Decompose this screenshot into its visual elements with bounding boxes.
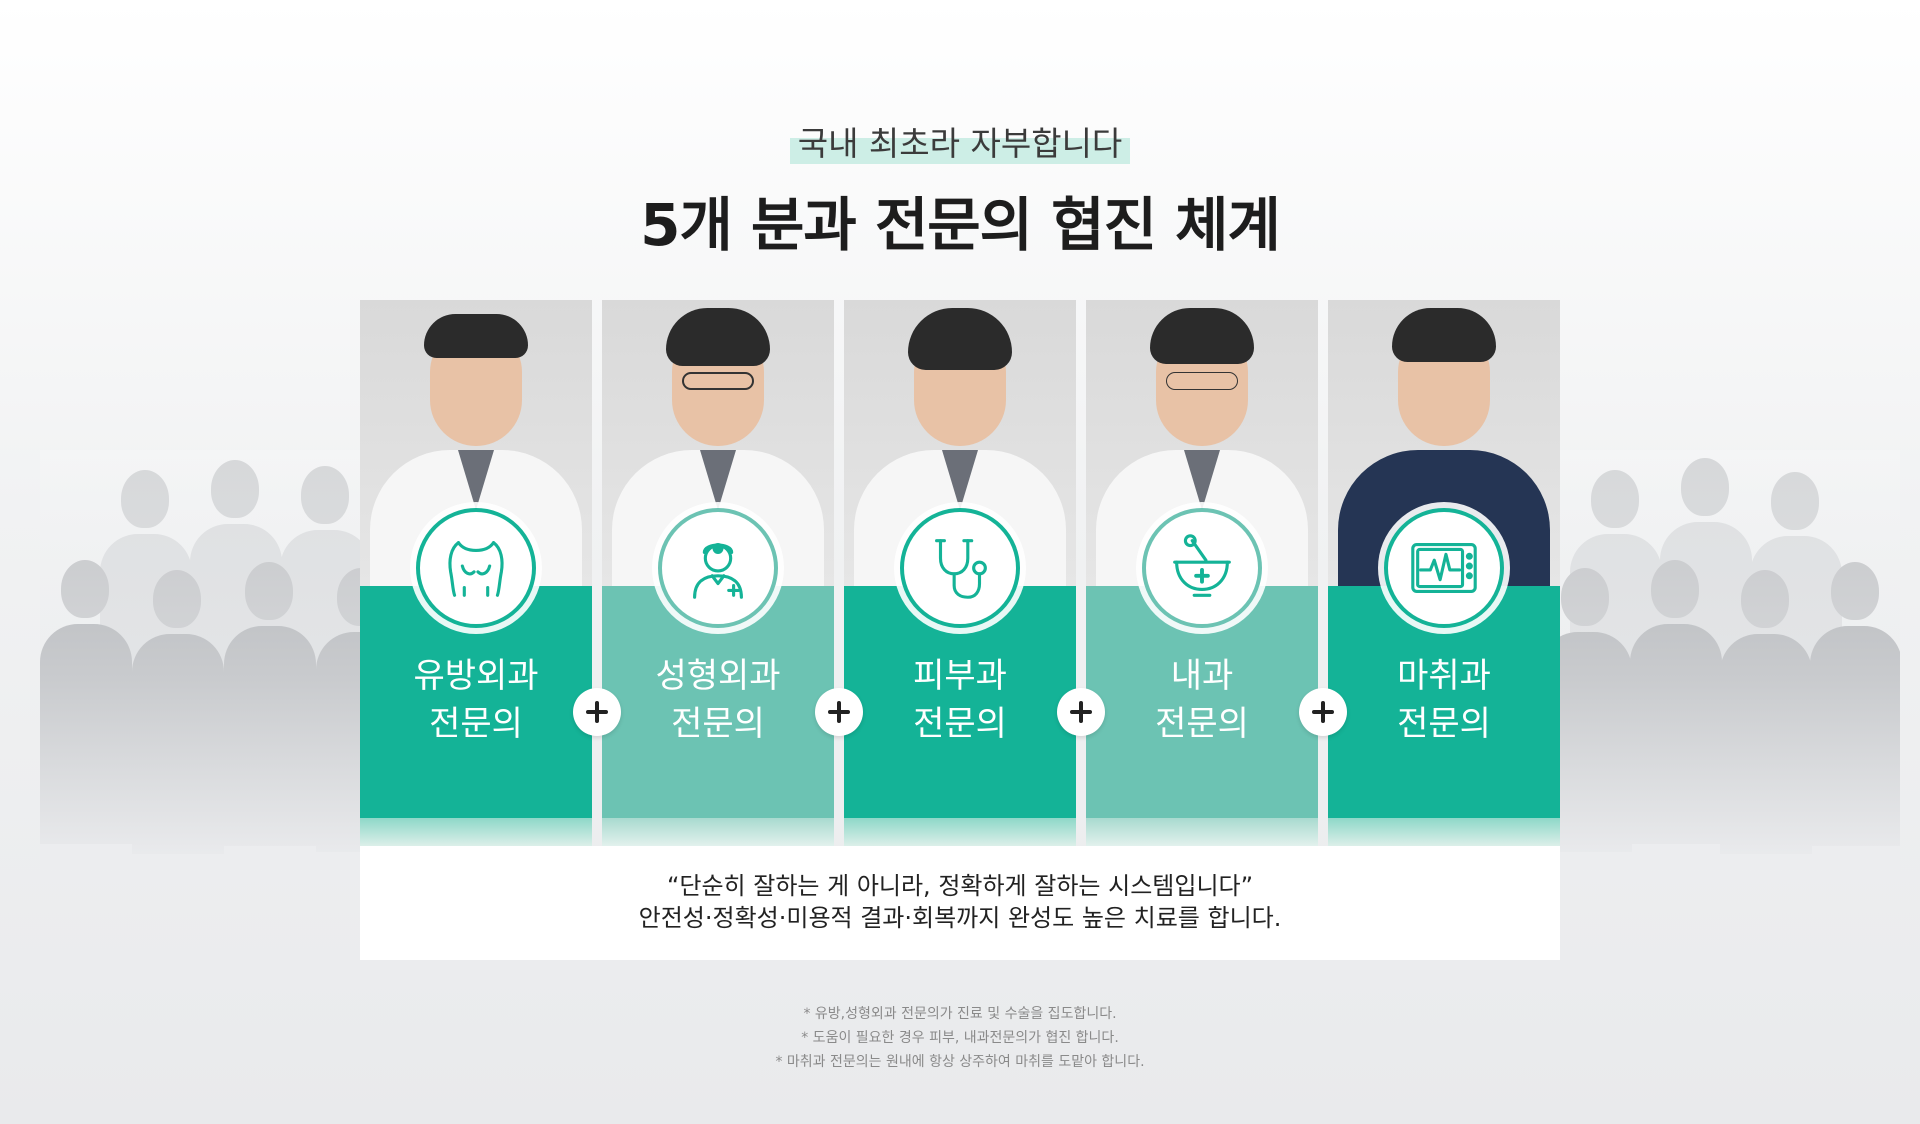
specialist-card-plastic-surgery: 성형외과 전문의 — [602, 300, 834, 846]
plus-icon — [1057, 688, 1105, 736]
specialty-label: 내과 전문의 — [1155, 656, 1249, 744]
specialty-label: 유방외과 전문의 — [413, 656, 539, 744]
quote-line: 안전성·정확성·미용적 결과·회복까지 완성도 높은 치료를 합니다. — [638, 904, 1282, 932]
staff-figure — [1750, 472, 1842, 756]
doctor-photo — [602, 300, 834, 590]
background-staff-group-left — [40, 450, 400, 870]
staff-figure — [280, 466, 372, 750]
specialist-card-dermatology: 피부과 전문의 — [844, 300, 1076, 846]
plus-icon — [1299, 688, 1347, 736]
section-header: 국내 최초라 자부합니다 5개 분과 전문의 협진 체계 — [0, 124, 1920, 262]
section-title: 5개 분과 전문의 협진 체계 — [640, 191, 1281, 259]
footnote: * 마취과 전문의는 원내에 항상 상주하여 마취를 도맡아 합니다. — [775, 1054, 1145, 1070]
mortar-pestle-icon — [1142, 508, 1262, 628]
footnote: * 유방,성형외과 전문의가 진료 및 수술을 집도합니다. — [803, 1006, 1117, 1022]
staff-figure — [1660, 458, 1752, 742]
staff-figure — [1630, 560, 1722, 844]
specialty-label: 성형외과 전문의 — [655, 656, 781, 744]
footnotes: * 유방,성형외과 전문의가 진료 및 수술을 집도합니다. * 도움이 필요한… — [0, 1002, 1920, 1074]
staff-figure — [132, 570, 224, 854]
specialty-label: 마취과 전문의 — [1397, 656, 1491, 744]
specialist-card-breast-surgery: 유방외과 전문의 — [360, 300, 592, 846]
staff-figure — [224, 562, 316, 846]
staff-figure — [40, 560, 132, 844]
eyebrow-text: 국내 최초라 자부합니다 — [789, 124, 1131, 164]
specialist-card-anesthesiology: 마취과 전문의 — [1328, 300, 1560, 846]
specialists-panel: 유방외과 전문의 성형외과 전문의 — [360, 300, 1560, 960]
quote-line: “단순히 잘하는 게 아니라, 정확하게 잘하는 시스템입니다” — [666, 872, 1254, 900]
surgeon-doctor-icon — [658, 508, 778, 628]
staff-figure — [1720, 570, 1812, 854]
staff-figure — [1810, 562, 1900, 846]
plus-icon — [815, 688, 863, 736]
heart-monitor-icon — [1384, 508, 1504, 628]
staff-figure — [1570, 470, 1662, 754]
staff-figure — [100, 470, 192, 754]
staff-figure — [190, 460, 282, 744]
specialty-label: 피부과 전문의 — [913, 656, 1007, 744]
background-staff-group-right — [1540, 450, 1900, 870]
doctor-photo — [1086, 300, 1318, 590]
chest-torso-icon — [416, 508, 536, 628]
philosophy-quote-box: “단순히 잘하는 게 아니라, 정확하게 잘하는 시스템입니다” 안전성·정확성… — [360, 846, 1560, 960]
specialist-card-internal-medicine: 내과 전문의 — [1086, 300, 1318, 846]
footnote: * 도움이 필요한 경우 피부, 내과전문의가 협진 합니다. — [801, 1030, 1119, 1046]
stethoscope-icon — [900, 508, 1020, 628]
plus-icon — [573, 688, 621, 736]
